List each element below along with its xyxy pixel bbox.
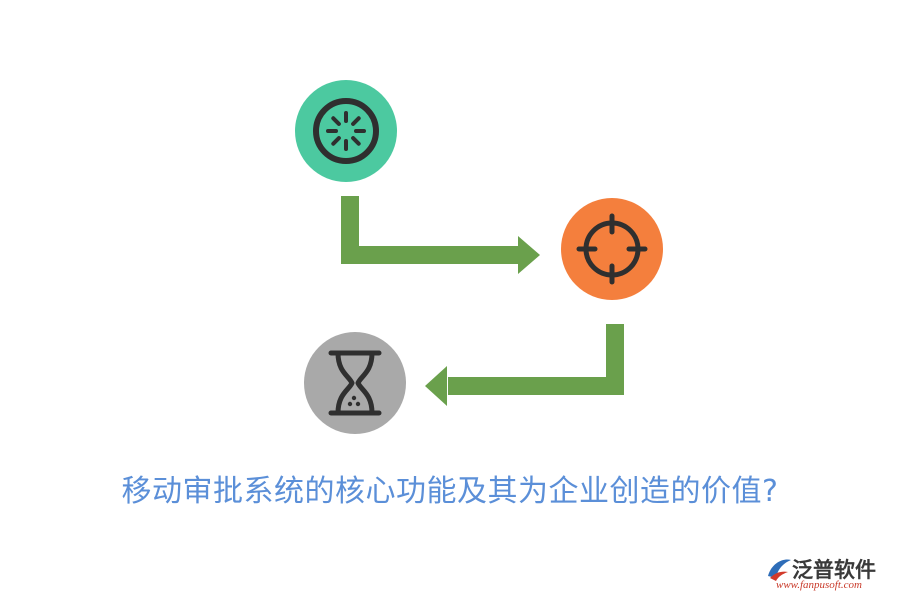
brand-name: 泛普软件 <box>792 558 876 582</box>
page-title: 移动审批系统的核心功能及其为企业创造的价值? <box>121 474 779 509</box>
node-end <box>304 332 406 434</box>
connector-start-to-target <box>341 196 540 274</box>
brand-logo: 泛普软件 www.fanpusoft.com <box>762 552 892 596</box>
connector-target-to-end <box>425 324 624 406</box>
brand-logo-icon <box>768 559 791 581</box>
hourglass-icon <box>328 350 382 416</box>
node-start <box>295 80 397 182</box>
brand-url: www.fanpusoft.com <box>776 579 862 591</box>
node-target <box>561 198 663 300</box>
crosshair-icon <box>576 213 648 285</box>
loading-spinner-icon <box>313 98 379 164</box>
